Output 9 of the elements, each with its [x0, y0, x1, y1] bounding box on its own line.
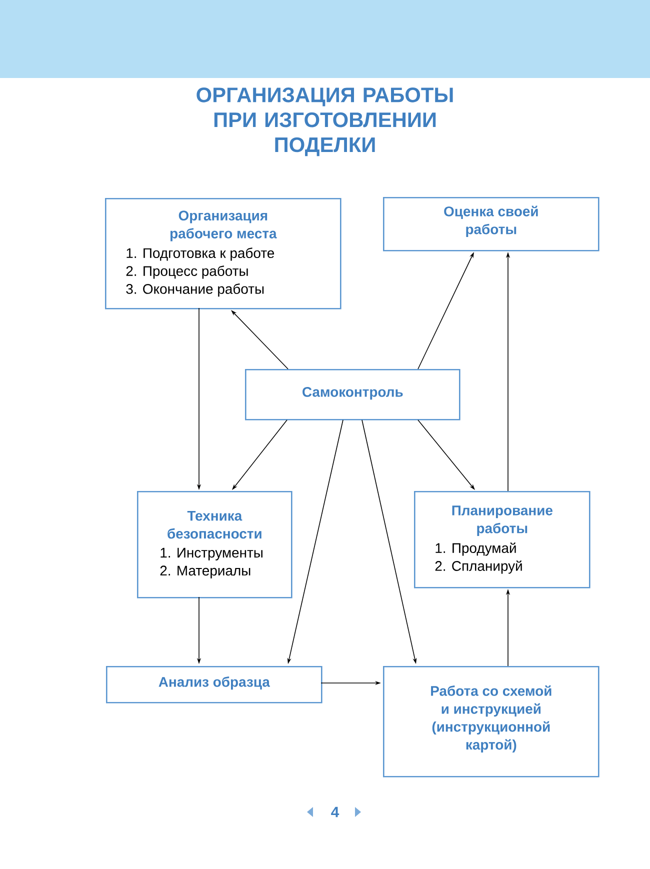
process-box: Планирование работы 1. Продумай 2. Спланируй — [414, 491, 590, 588]
process-box: Оценка своей работы — [383, 197, 600, 252]
page-number: 4 — [331, 806, 340, 818]
process-box: Организация рабочего места 1. Подготовка к работе 2. Процесс работы 3. Окончание работы — [105, 198, 342, 310]
title: ОРГАНИЗАЦИЯ РАБОТЫ ПРИ ИЗГОТОВЛЕНИИ ПОДЕЛКИ — [196, 88, 453, 156]
process-box: Работа со схемой и инструкцией (инструкционной картой) — [383, 666, 600, 778]
process-box: Анализ образца — [106, 666, 322, 704]
process-box: Самоконтроль — [245, 369, 460, 420]
process-box: Техника безопасности 1. Инструменты 2. Материалы — [137, 491, 292, 598]
